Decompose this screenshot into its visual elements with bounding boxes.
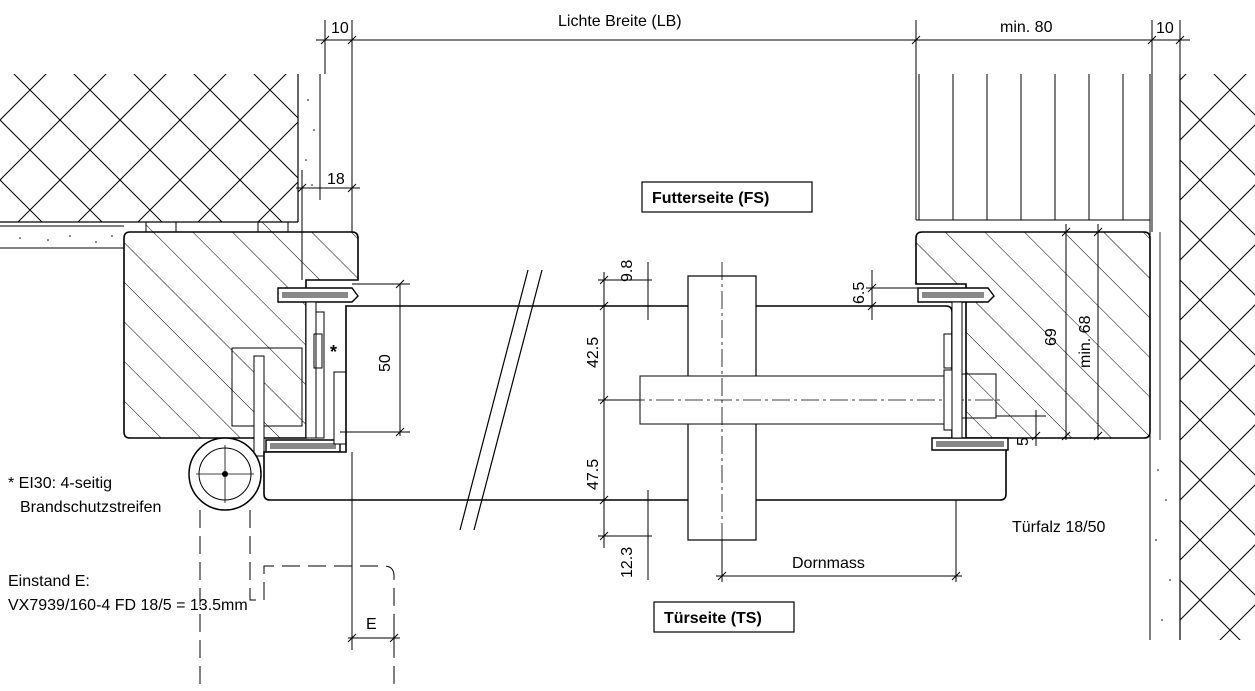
screed-dots bbox=[19, 99, 315, 243]
dim-right-gap: 10 bbox=[1156, 20, 1174, 37]
dimension-lines bbox=[296, 20, 1190, 650]
right-wall bbox=[916, 74, 1255, 640]
dim-einstand-e: E bbox=[366, 616, 377, 633]
dim-dornmass: Dornmass bbox=[792, 555, 865, 572]
door-swing-outline bbox=[199, 510, 395, 691]
dim-min-68: min. 68 bbox=[1077, 315, 1094, 368]
left-wall bbox=[0, 74, 321, 249]
dim-min-80: min. 80 bbox=[1000, 19, 1053, 36]
tuerfalz-label: Türfalz 18/50 bbox=[1012, 519, 1105, 536]
asterisk-marker: * bbox=[330, 342, 337, 362]
side-labels: Futterseite (FS) Türseite (TS) * Türfalz… bbox=[330, 181, 1105, 633]
notes: * EI30: 4-seitig Brandschutzstreifen Ein… bbox=[8, 475, 248, 614]
dim-5: 5 bbox=[1015, 437, 1032, 446]
tuerseite-label: Türseite (TS) bbox=[664, 610, 762, 627]
dim-42-5: 42.5 bbox=[585, 337, 602, 368]
note-ei30-line1: * EI30: 4-seitig bbox=[8, 475, 112, 492]
lock-case bbox=[598, 262, 1000, 558]
dim-50: 50 bbox=[377, 354, 394, 372]
futterseite-label: Futterseite (FS) bbox=[652, 190, 769, 207]
dim-left-gap: 10 bbox=[331, 20, 349, 37]
dim-falz-depth: 18 bbox=[327, 171, 345, 188]
dim-47-5: 47.5 bbox=[585, 459, 602, 490]
left-frame bbox=[123, 231, 359, 457]
dim-69: 69 bbox=[1043, 328, 1060, 346]
door-leaf bbox=[263, 269, 1007, 531]
dim-9-8: 9.8 bbox=[619, 260, 636, 282]
right-frame bbox=[915, 231, 1151, 451]
dim-12-3: 12.3 bbox=[619, 547, 636, 578]
dim-lichte-breite: Lichte Breite (LB) bbox=[558, 13, 682, 30]
hinge-barrel bbox=[188, 437, 262, 511]
dimension-labels: 10 Lichte Breite (LB) min. 80 10 18 50 9… bbox=[327, 13, 1174, 633]
note-einstand-line1: Einstand E: bbox=[8, 573, 90, 590]
note-ei30-line2: Brandschutzstreifen bbox=[20, 499, 161, 516]
dim-6-5: 6.5 bbox=[851, 282, 868, 304]
note-einstand-line2: VX7939/160-4 FD 18/5 = 13.5mm bbox=[8, 597, 248, 614]
